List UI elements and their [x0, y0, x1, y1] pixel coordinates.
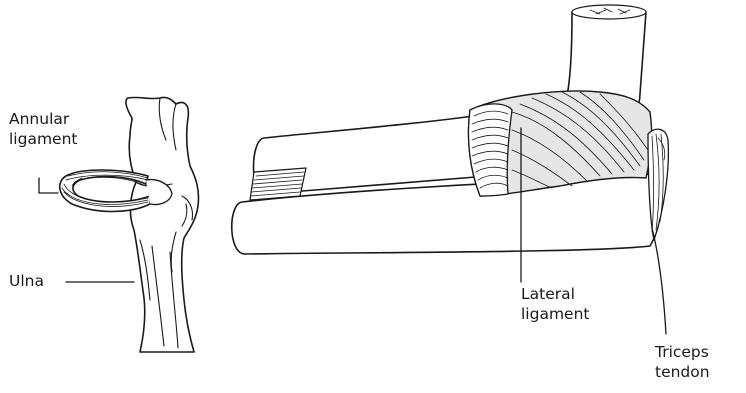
triceps-leader	[652, 228, 666, 334]
ulna-bone	[126, 97, 199, 352]
ulna-label: Ulna	[9, 271, 44, 291]
triceps-tendon-label: Triceps tendon	[655, 342, 710, 382]
annular-ligament-label: Annular ligament	[9, 109, 78, 149]
lateral-ligament-label: Lateral ligament	[521, 284, 590, 324]
triceps-tendon	[648, 129, 668, 240]
wrist-band	[250, 168, 306, 200]
